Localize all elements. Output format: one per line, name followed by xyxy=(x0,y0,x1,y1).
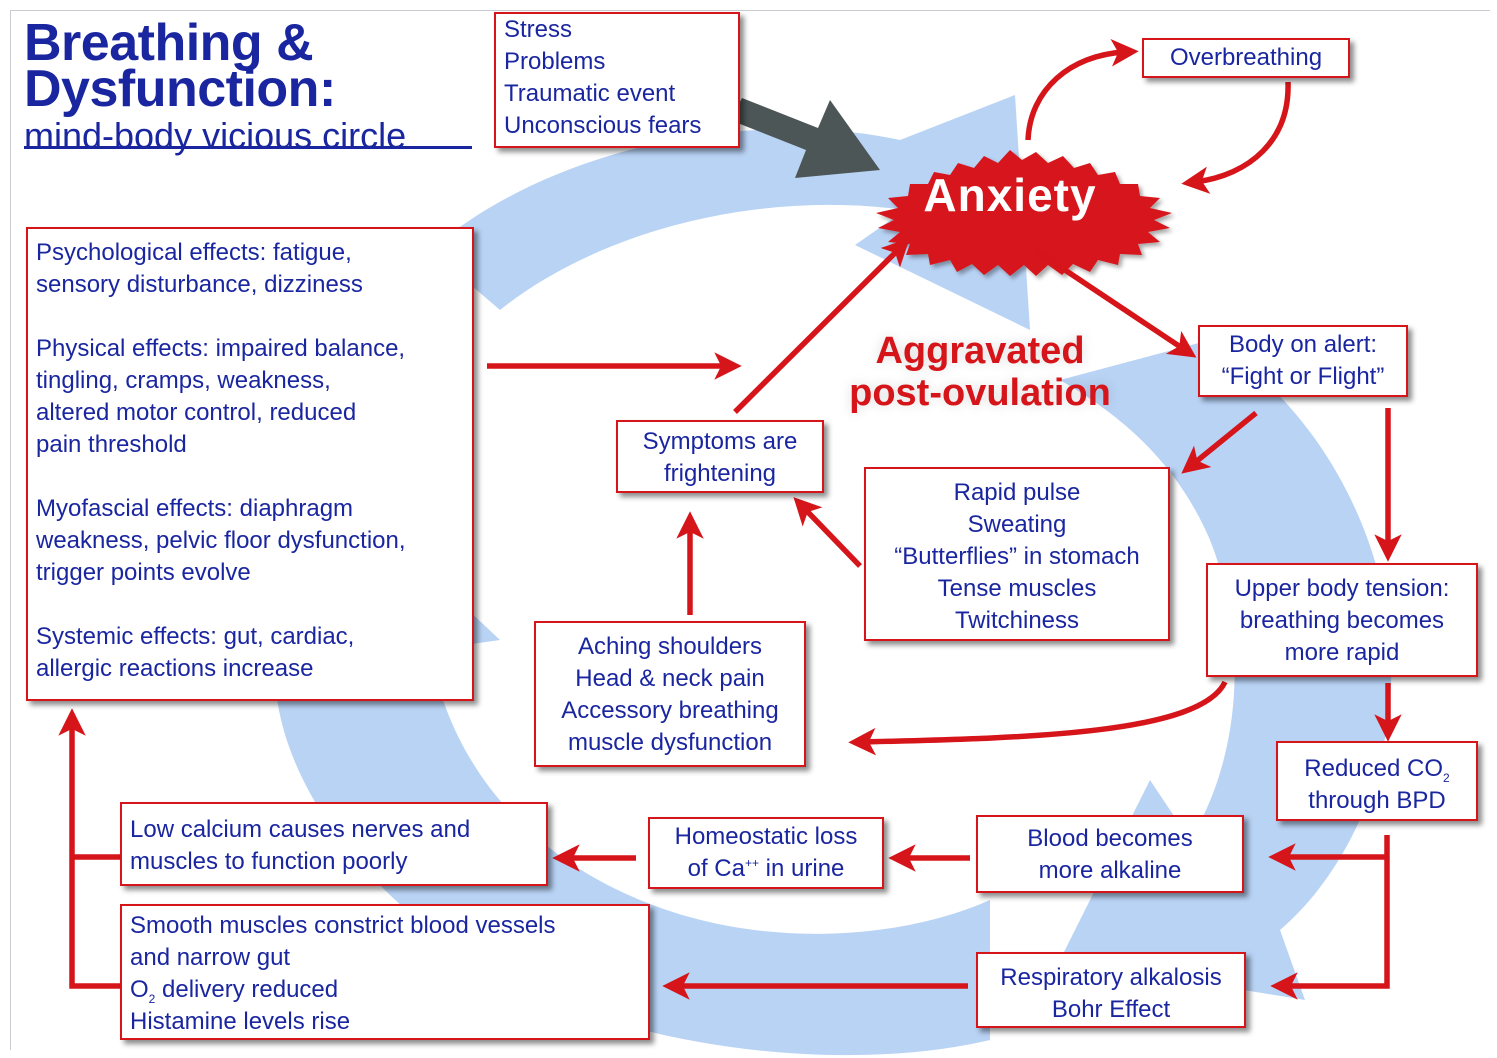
smooth-line-3: O2 delivery reduced xyxy=(130,974,648,1006)
effects-box: Psychological effects: fatigue, sensory … xyxy=(26,227,474,701)
upper-body-line: Upper body tension: xyxy=(1234,575,1450,602)
connectors xyxy=(72,39,1402,1000)
smooth-muscles-box: Smooth muscles constrict blood vessels a… xyxy=(120,904,650,1040)
overbreathing-label: Overbreathing xyxy=(1169,44,1323,71)
body-alert-box: Body on alert: “Fight or Flight” xyxy=(1198,325,1408,397)
aching-item: Accessory breathing xyxy=(561,697,779,724)
effects-psych: sensory disturbance, dizziness xyxy=(36,271,363,298)
homeostatic-line-2: of Ca++ in urine xyxy=(650,853,882,885)
arrow-overbreathing-to-anxiety xyxy=(1181,81,1291,194)
reduced-co2-box: Reduced CO2 through BPD xyxy=(1276,741,1478,821)
low-calcium-line: muscles to function poorly xyxy=(130,848,408,875)
title-line-2: Dysfunction: xyxy=(24,60,336,118)
pulse-item: Rapid pulse xyxy=(953,479,1081,506)
trigger-item: Stress xyxy=(504,16,573,43)
symptoms-line: frightening xyxy=(663,460,777,487)
respiratory-line: Bohr Effect xyxy=(1051,996,1171,1023)
blood-box: Blood becomes more alkaline xyxy=(976,815,1244,893)
trigger-item: Traumatic event xyxy=(504,80,676,107)
overbreathing-box: Overbreathing xyxy=(1142,38,1350,78)
effects-spacer xyxy=(36,461,472,493)
effects-myofascial: Myofascial effects: diaphragm xyxy=(36,495,354,522)
respiratory-line: Respiratory alkalosis xyxy=(1000,964,1222,991)
effects-physical: altered motor control, reduced xyxy=(36,399,357,426)
arrow-anxiety-to-alert xyxy=(1033,247,1197,358)
pulse-item: Tense muscles xyxy=(937,575,1097,602)
effects-spacer xyxy=(36,589,472,621)
smooth-line-1: Smooth muscles constrict blood vessels xyxy=(130,912,556,939)
arrow-alert-to-pulse xyxy=(1181,410,1258,474)
effects-myofascial: trigger points evolve xyxy=(36,559,251,586)
body-alert-line: Body on alert: xyxy=(1228,331,1378,358)
title-block: Breathing & Dysfunction: mind-body vicio… xyxy=(24,14,407,156)
respiratory-box: Respiratory alkalosis Bohr Effect xyxy=(976,952,1246,1028)
homeostatic-box: Homeostatic loss of Ca++ in urine xyxy=(648,817,884,889)
co2-text: Reduced CO xyxy=(1304,755,1444,782)
cycle-arrow-top xyxy=(430,95,1030,330)
blood-line: more alkaline xyxy=(1038,857,1182,884)
effects-spacer xyxy=(36,301,472,333)
co2-subscript: 2 xyxy=(1443,770,1450,785)
aching-item: Aching shoulders xyxy=(577,633,763,660)
smooth-line-4: Histamine levels rise xyxy=(130,1008,351,1035)
low-calcium-line: Low calcium causes nerves and xyxy=(130,816,471,843)
symptoms-box: Symptoms are frightening xyxy=(616,420,824,493)
homeostatic-superscript: ++ xyxy=(744,856,759,870)
trigger-arrow xyxy=(730,98,880,178)
pulse-item: “Butterflies” in stomach xyxy=(894,543,1140,570)
effects-physical: tingling, cramps, weakness, xyxy=(36,367,331,394)
trigger-item: Problems xyxy=(504,48,606,75)
arrow-upper-to-aching xyxy=(848,680,1228,756)
upper-body-line: breathing becomes xyxy=(1239,607,1445,634)
blood-line: Blood becomes xyxy=(1027,825,1193,852)
anxiety-label: Anxiety xyxy=(923,169,1097,221)
homeostatic-line-1: Homeostatic loss xyxy=(674,823,858,850)
effects-myofascial: weakness, pelvic floor dysfunction, xyxy=(36,527,406,554)
low-calcium-box: Low calcium causes nerves and muscles to… xyxy=(120,802,548,886)
arrow-co2-branch xyxy=(1270,835,1390,1000)
aggravated-label: Aggravated post-ovulation xyxy=(820,330,1140,414)
symptoms-line: Symptoms are xyxy=(642,428,798,455)
arrow-bottom-to-effects xyxy=(72,722,122,989)
co2-line-1: Reduced CO2 xyxy=(1278,753,1476,785)
aching-box: Aching shoulders Head & neck pain Access… xyxy=(534,621,806,767)
arrow-symptoms-to-anxiety xyxy=(733,238,910,414)
title-underline xyxy=(24,146,472,149)
upper-body-box: Upper body tension: breathing becomes mo… xyxy=(1206,563,1478,677)
effects-systemic: Systemic effects: gut, cardiac, xyxy=(36,623,355,650)
homeostatic-text: of Ca xyxy=(687,855,745,882)
aching-item: muscle dysfunction xyxy=(567,729,773,756)
homeostatic-text-end: in urine xyxy=(759,855,845,882)
smooth-o2-text: O xyxy=(130,976,149,1003)
triggers-box: Stress Problems Traumatic event Unconsci… xyxy=(494,12,740,148)
effects-psych: Psychological effects: fatigue, xyxy=(36,239,352,266)
effects-physical: Physical effects: impaired balance, xyxy=(36,335,406,362)
aching-item: Head & neck pain xyxy=(575,665,765,692)
subtitle: mind-body vicious circle xyxy=(24,115,407,156)
smooth-line-2: and narrow gut xyxy=(130,944,291,971)
smooth-o2-rest: delivery reduced xyxy=(155,976,339,1003)
smooth-o2-subscript: 2 xyxy=(148,991,156,1006)
page-border xyxy=(10,10,1490,1050)
body-alert-line: “Fight or Flight” xyxy=(1221,363,1385,390)
effects-physical: pain threshold xyxy=(36,431,187,458)
arrow-anxiety-to-overbreathing xyxy=(1025,39,1139,141)
arrow-pulse-to-symptoms xyxy=(793,497,862,568)
rapid-pulse-box: Rapid pulse Sweating “Butterflies” in st… xyxy=(864,467,1170,641)
co2-line-2: through BPD xyxy=(1308,787,1446,814)
pulse-item: Sweating xyxy=(967,511,1067,538)
title-line-1: Breathing & xyxy=(24,14,314,72)
pulse-item: Twitchiness xyxy=(954,607,1080,634)
aggravated-line-2: post-ovulation xyxy=(849,372,1111,414)
trigger-item: Unconscious fears xyxy=(504,112,702,139)
effects-systemic: allergic reactions increase xyxy=(36,655,314,682)
anxiety-starburst xyxy=(876,150,1172,276)
aggravated-line-1: Aggravated xyxy=(875,330,1085,372)
upper-body-line: more rapid xyxy=(1284,639,1400,666)
